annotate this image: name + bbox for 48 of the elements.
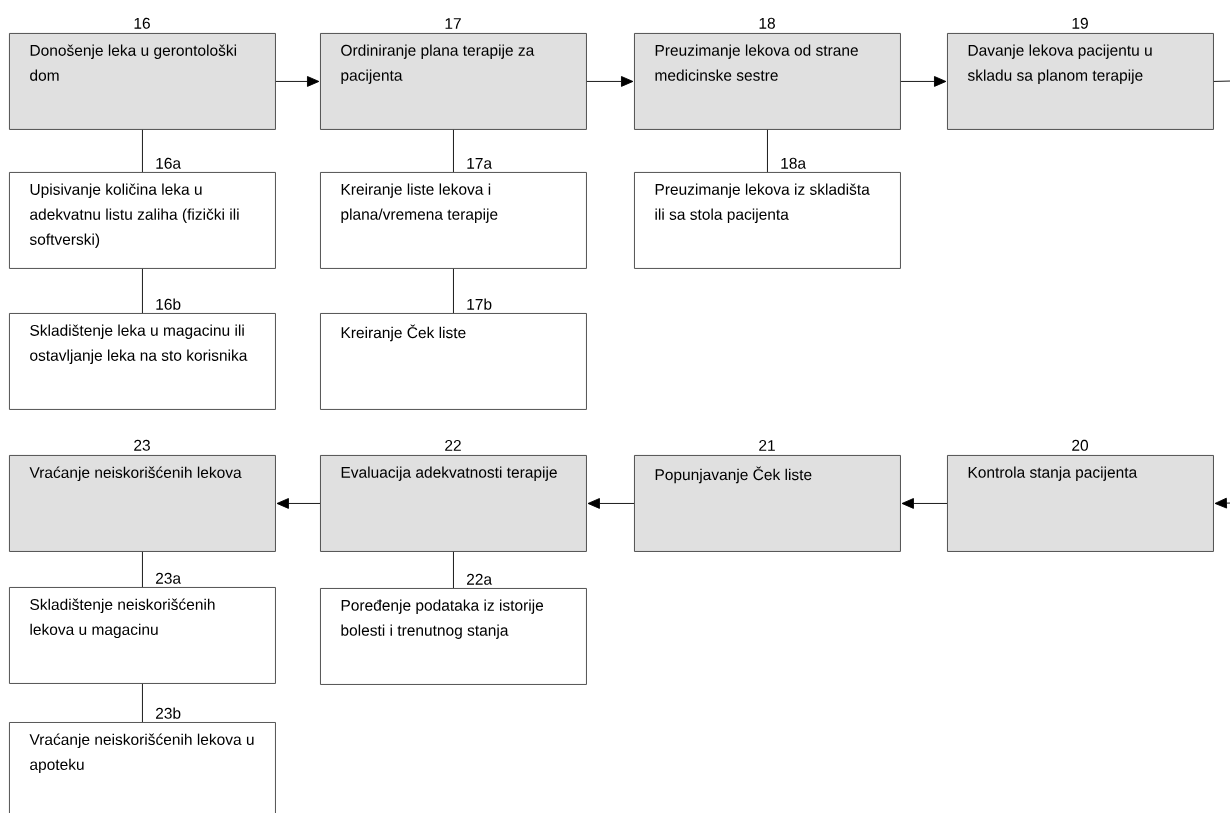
arrow: [900, 76, 947, 87]
step-number: 17b: [467, 298, 492, 310]
connector-line: [453, 268, 454, 314]
step-number: 16: [134, 17, 150, 29]
arrow: [276, 498, 321, 509]
step-box: Preuzimanje lekova iz skladišta ili sa stola pacijenta: [634, 172, 901, 269]
connector-line: [767, 129, 768, 173]
arrow: [901, 498, 948, 509]
connector-line: [1213, 80, 1230, 82]
step-number: 17a: [467, 158, 493, 169]
step-number: 22a: [467, 573, 493, 585]
step-box: Skladištenje neiskorišćenih lekova u magacinu: [9, 587, 276, 684]
step-number: 18: [759, 17, 775, 29]
step-number: 16b: [156, 298, 181, 310]
step-number: 23a: [156, 572, 182, 584]
step-box: Poređenje podataka iz istorije bolesti i trenutnog stanja: [320, 588, 587, 685]
process-box: Kontrola stanja pacijenta: [947, 455, 1214, 552]
connector-line: [142, 551, 143, 588]
step-box: Kreiranje liste lekova i plana/vremena terapije: [320, 172, 587, 269]
process-box: Donošenje leka u gerontološki dom: [9, 33, 276, 130]
step-number: 17: [445, 18, 461, 29]
step-number: 22: [445, 440, 461, 451]
step-box: Kreiranje Ček liste: [320, 313, 587, 410]
process-box: Evaluacija adekvatnosti terapije: [320, 455, 587, 552]
step-box: Vraćanje neiskorišćenih lekova u apoteku: [9, 722, 276, 813]
arrow: [1214, 497, 1230, 509]
process-box: Preuzimanje lekova od strane medicinske sestre: [634, 33, 901, 130]
connector-line: [142, 129, 143, 173]
process-box: Popunjavanje Ček liste: [634, 455, 901, 552]
step-number: 21: [759, 440, 775, 451]
step-number: 16a: [156, 157, 182, 169]
step-box: Upisivanje količina leka u adekvatnu listu zaliha (fizički ili softverski): [9, 172, 276, 269]
step-box: Skladištenje leka u magacinu ili ostavljanje leka na sto korisnika: [9, 313, 276, 410]
step-number: 23: [134, 439, 150, 451]
step-number: 19: [1072, 17, 1088, 29]
arrow: [275, 76, 320, 87]
process-box: Ordiniranje plana terapije za pacijenta: [320, 33, 587, 130]
connector-line: [142, 268, 143, 314]
connector-line: [142, 683, 143, 723]
process-box: Davanje lekova pacijentu u skladu sa planom terapije: [947, 33, 1214, 130]
step-number: 20: [1072, 439, 1089, 451]
arrow: [586, 76, 634, 87]
step-number: 18a: [781, 157, 807, 169]
arrow: [587, 498, 635, 509]
process-box: Vraćanje neiskorišćenih lekova: [9, 455, 276, 552]
connector-line: [453, 129, 454, 173]
connector-line: [453, 551, 454, 589]
step-number: 23b: [156, 707, 181, 719]
